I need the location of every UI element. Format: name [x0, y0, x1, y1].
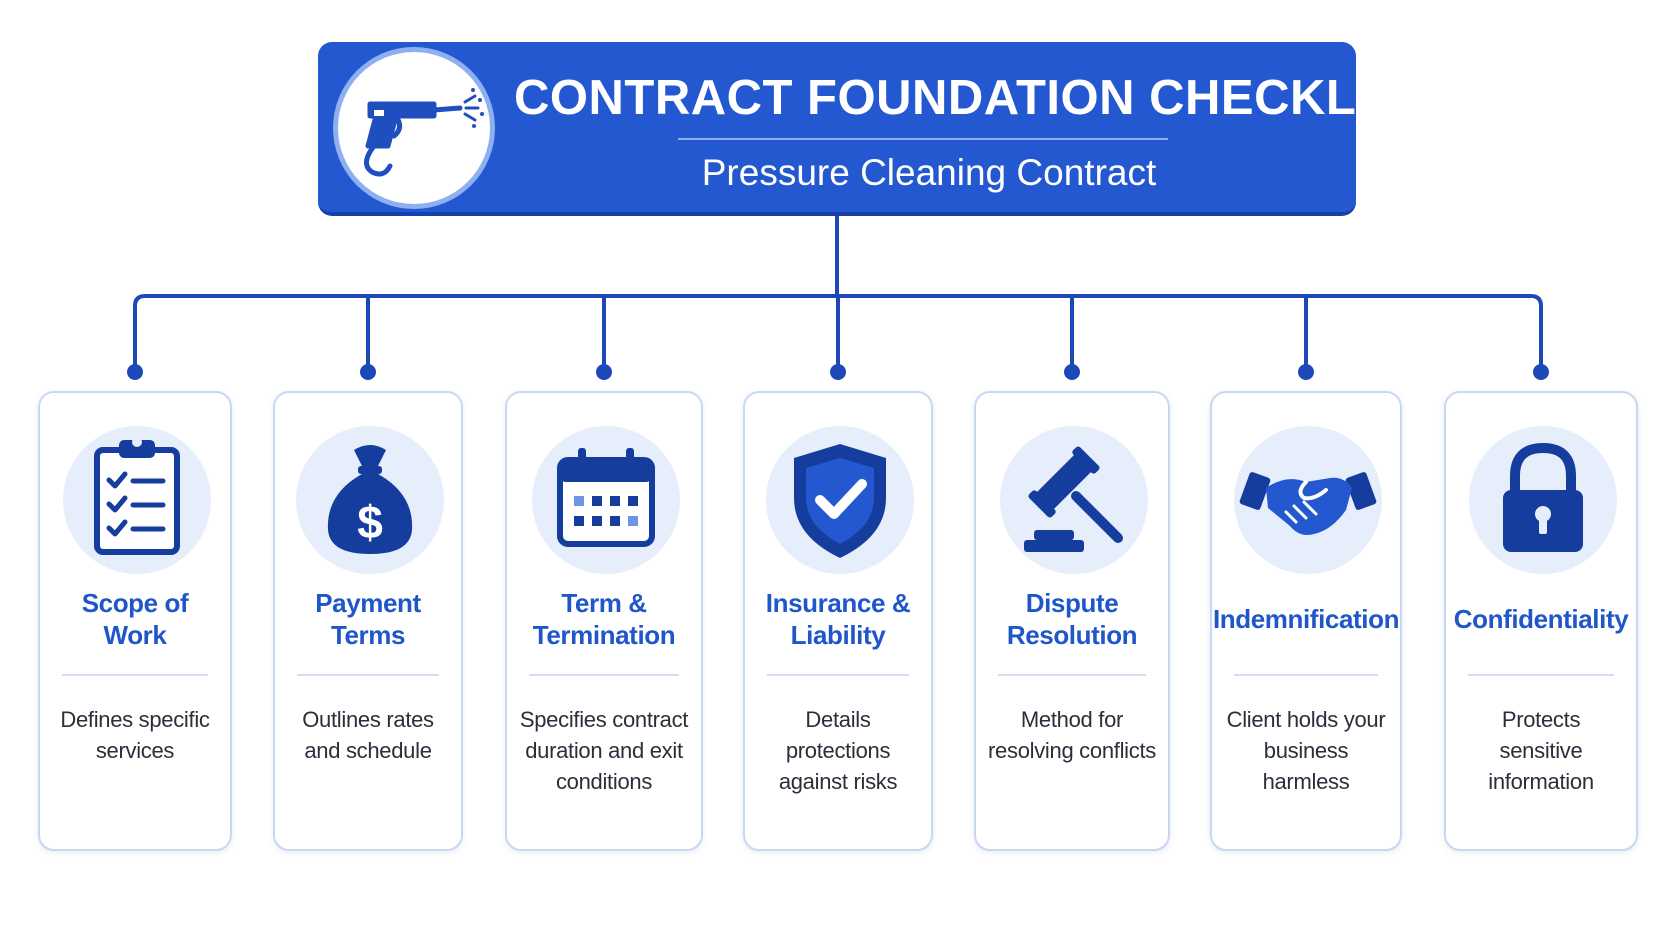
card-divider: [1468, 674, 1614, 676]
connector-dot: [1533, 364, 1549, 380]
gavel-icon: [1000, 426, 1148, 574]
padlock-icon: [1469, 426, 1617, 574]
card-description: Defines specific services: [60, 707, 210, 763]
card-divider: [529, 674, 679, 676]
money-bag-icon: $: [296, 426, 444, 574]
page-subtitle: Pressure Cleaning Contract: [701, 152, 1157, 193]
connector-dot: [1064, 364, 1080, 380]
card-indemnification: Indemnification Client holds your busine…: [1210, 391, 1402, 851]
card-divider: [297, 674, 439, 676]
connector-dot: [596, 364, 612, 380]
card-description: Client holds your business harmless: [1226, 707, 1386, 794]
card-divider: [62, 674, 208, 676]
connector-dot: [1298, 364, 1314, 380]
header-divider: [678, 138, 1168, 140]
connector-dot: [830, 364, 846, 380]
card-title: Scope of Work: [81, 588, 189, 650]
card-term-termination: Term & Termination Specifies contract du…: [505, 391, 703, 851]
card-confidentiality: Confidentiality Protects sensitive infor…: [1444, 391, 1638, 851]
card-title: Confidentiality: [1453, 604, 1629, 634]
card-dispute-resolution: Dispute Resolution Method for resolving …: [974, 391, 1170, 851]
card-title: Dispute Resolution: [1006, 588, 1138, 650]
card-title: Term & Termination: [532, 588, 676, 650]
pressure-washer-icon: [338, 52, 490, 204]
connector-dot: [127, 364, 143, 380]
header-banner: CONTRACT FOUNDATION CHECKLIST Pressure C…: [318, 42, 1435, 216]
card-divider: [998, 674, 1146, 676]
card-insurance-liability: Insurance & Liability Details protection…: [743, 391, 933, 851]
svg-text:$: $: [357, 496, 383, 548]
card-description: Specifies contract duration and exit con…: [519, 707, 689, 794]
handshake-icon: [1234, 426, 1382, 574]
card-divider: [767, 674, 909, 676]
card-description: Protects sensitive information: [1488, 707, 1594, 794]
card-divider: [1234, 674, 1378, 676]
connector-dot: [360, 364, 376, 380]
page-title: CONTRACT FOUNDATION CHECKLIST: [514, 71, 1435, 125]
calendar-icon: [532, 426, 680, 574]
card-title: Payment Terms: [315, 588, 421, 650]
card-description: Details protections against risks: [778, 707, 898, 794]
card-description: Method for resolving conflicts: [988, 707, 1156, 763]
card-title: Insurance & Liability: [765, 588, 911, 650]
card-payment-terms: $ Payment Terms Outlines rates and sched…: [273, 391, 463, 851]
card-description: Outlines rates and schedule: [302, 707, 434, 763]
shield-check-icon: [766, 426, 914, 574]
clipboard-checklist-icon: [63, 426, 211, 574]
card-title: Indemnification: [1212, 604, 1400, 634]
card-scope-of-work: Scope of Work Defines specific services: [38, 391, 232, 851]
